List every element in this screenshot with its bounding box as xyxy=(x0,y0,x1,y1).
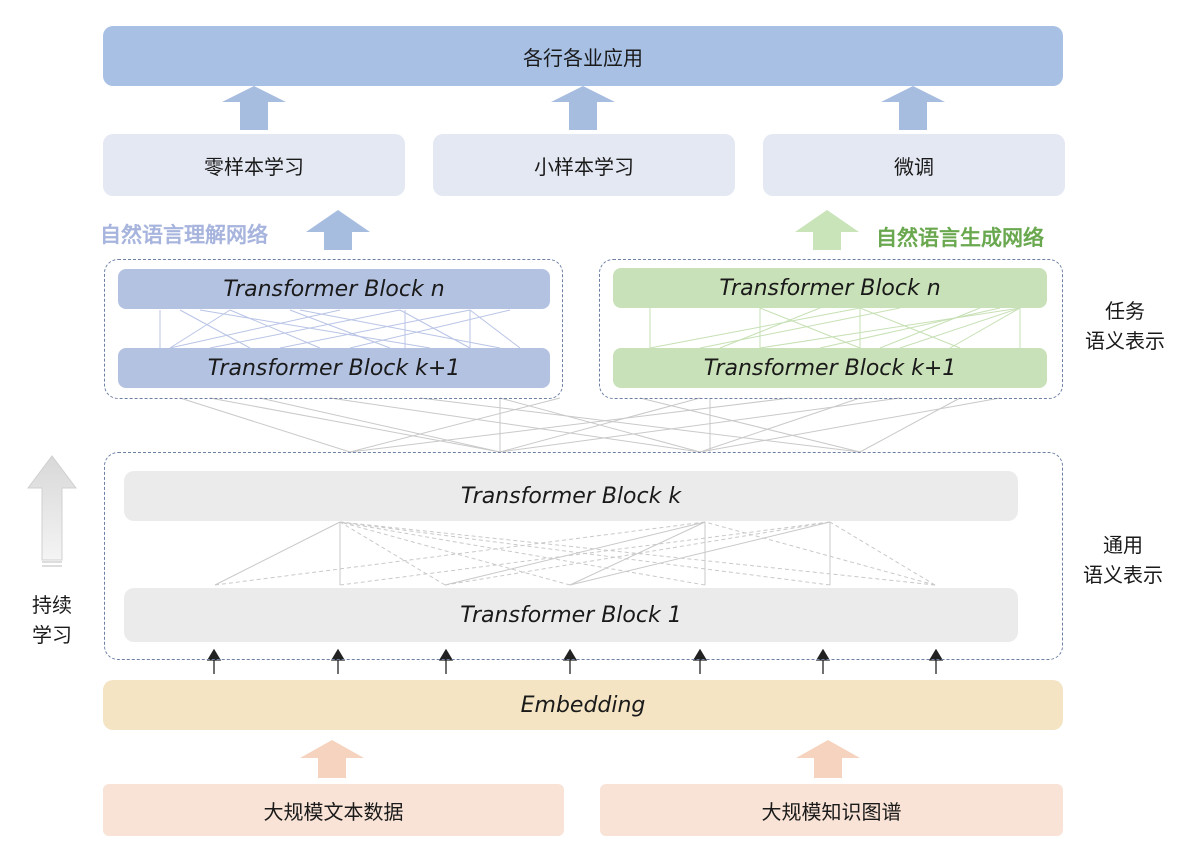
right-task-connections xyxy=(649,307,1021,349)
understanding-block-k1: Transformer Block k+1 xyxy=(118,348,550,388)
arrow-up-icon xyxy=(222,86,945,130)
generation-task-container xyxy=(599,259,1063,399)
embedding-bar: Embedding xyxy=(103,680,1063,730)
continual-learning-line2: 学习 xyxy=(32,623,72,647)
cross-connections xyxy=(179,397,1001,453)
understanding-block-n: Transformer Block n xyxy=(118,269,550,309)
generation-block-n-label: Transformer Block n xyxy=(719,275,941,301)
general-container xyxy=(104,452,1063,660)
general-semantic-label: 通用 语义表示 xyxy=(1068,530,1178,590)
understanding-block-k1-label: Transformer Block k+1 xyxy=(207,355,461,381)
industry-applications-bar: 各行各业应用 xyxy=(103,26,1063,86)
general-semantic-line1: 通用 xyxy=(1103,533,1143,557)
understanding-network-label: 自然语言理解网络 xyxy=(100,223,268,247)
zero-shot-label: 零样本学习 xyxy=(204,154,304,179)
general-block-1: Transformer Block 1 xyxy=(124,588,1018,642)
knowledge-graph-box: 大规模知识图谱 xyxy=(600,784,1063,836)
task-semantic-line1: 任务 xyxy=(1105,299,1145,323)
general-solid-connections xyxy=(214,521,831,586)
continual-learning-line1: 持续 xyxy=(32,593,72,617)
understanding-block-n-label: Transformer Block n xyxy=(223,276,445,302)
understanding-arrow-icon xyxy=(306,210,370,250)
task-semantic-line2: 语义表示 xyxy=(1085,329,1165,353)
embedding-label: Embedding xyxy=(520,692,646,718)
generation-block-k1-label: Transformer Block k+1 xyxy=(703,355,957,381)
embedding-arrows xyxy=(206,648,944,674)
fine-tune-label: 微调 xyxy=(894,154,934,179)
generation-block-k1: Transformer Block k+1 xyxy=(613,348,1047,388)
generation-arrow-icon xyxy=(795,210,859,250)
understanding-task-container xyxy=(104,259,563,399)
general-block-1-label: Transformer Block 1 xyxy=(460,602,682,628)
general-dashed-connections xyxy=(214,521,936,586)
continual-arrow-stripes xyxy=(42,561,62,567)
continual-learning-label: 持续 学习 xyxy=(14,590,90,650)
knowledge-graph-label: 大规模知识图谱 xyxy=(761,799,902,824)
general-block-k: Transformer Block k xyxy=(124,471,1018,521)
text-data-label: 大规模文本数据 xyxy=(263,799,404,824)
text-data-box: 大规模文本数据 xyxy=(103,784,564,836)
few-shot-box: 小样本学习 xyxy=(433,134,735,196)
fine-tune-box: 微调 xyxy=(763,134,1065,196)
generation-block-n: Transformer Block n xyxy=(613,268,1047,308)
generation-network-label: 自然语言生成网络 xyxy=(876,226,1044,250)
few-shot-label: 小样本学习 xyxy=(534,154,634,179)
left-task-connections xyxy=(159,309,521,349)
continual-learning-arrow-icon xyxy=(27,455,77,561)
industry-applications-label: 各行各业应用 xyxy=(523,45,643,70)
task-semantic-label: 任务 语义表示 xyxy=(1070,296,1180,356)
general-semantic-line2: 语义表示 xyxy=(1083,563,1163,587)
zero-shot-box: 零样本学习 xyxy=(103,134,405,196)
general-block-k-label: Transformer Block k xyxy=(460,483,682,509)
data-arrow-icon xyxy=(300,740,860,778)
